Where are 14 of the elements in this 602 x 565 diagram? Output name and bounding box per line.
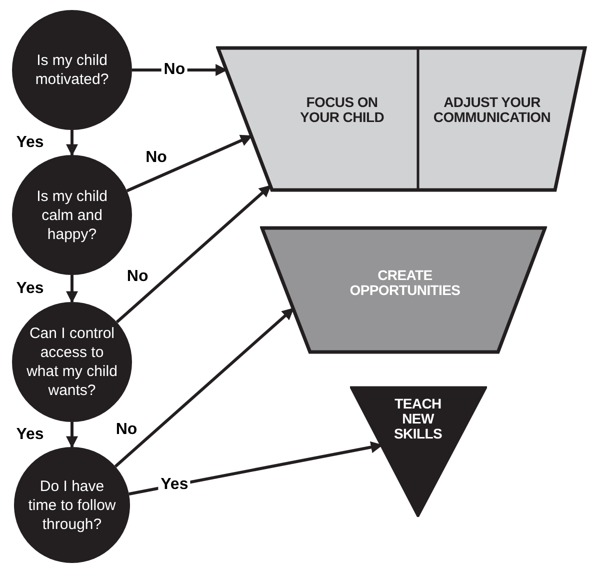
arrow [116, 184, 272, 324]
step-title: FOCUS ON YOUR CHILD [298, 95, 386, 125]
arrow [66, 275, 78, 304]
arrow [114, 307, 294, 468]
step-title: TEACH NEW SKILLS [393, 396, 443, 442]
question-text: Do I have time to follow through? [27, 476, 117, 534]
question-text: Is my child motivated? [34, 51, 110, 89]
question-text: Is my child calm and happy? [36, 186, 108, 244]
step-title: ADJUST YOUR COMMUNICATION [432, 95, 552, 125]
arrow [126, 134, 253, 192]
arrow [66, 422, 78, 448]
step-title: CREATE OPPORTUNITIES [348, 268, 462, 298]
question-text: Can I control access to what my child wants? [26, 324, 118, 400]
arrow [66, 130, 78, 156]
